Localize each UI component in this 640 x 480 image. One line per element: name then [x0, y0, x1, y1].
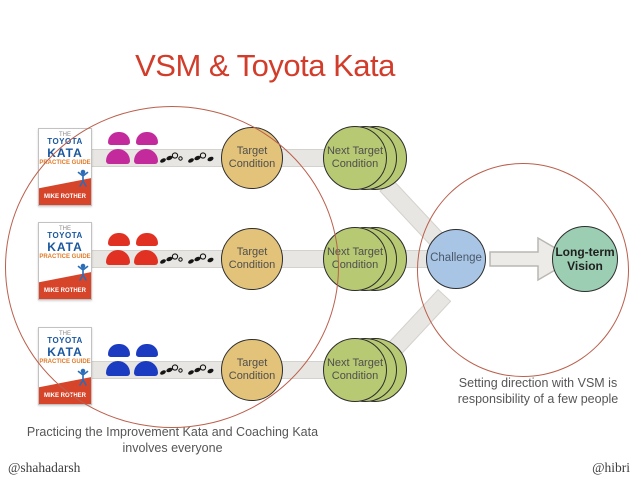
book-subtitle: PRACTICE GUIDE	[39, 358, 91, 365]
person-icon	[108, 232, 130, 246]
author-handle-left: @shahadarsh	[8, 460, 81, 475]
person-icon	[134, 148, 158, 164]
person-icon	[108, 343, 130, 357]
book-the: THE	[59, 331, 71, 337]
author-handle-right: @hibri	[592, 460, 630, 475]
book-subtitle: PRACTICE GUIDE	[39, 159, 91, 166]
long-term-vision-node: Long-term Vision	[552, 226, 618, 292]
book-author: MIKE ROTHER	[44, 393, 86, 399]
next-target-condition-row3: Next Target Condition	[323, 338, 387, 402]
person-icon	[106, 148, 130, 164]
person-icon	[108, 131, 130, 145]
toyota-kata-book-cover: THE TOYOTA KATA PRACTICE GUIDE MIKE ROTH…	[38, 327, 92, 405]
person-icon	[136, 232, 158, 246]
book-title-toyota: TOYOTA	[47, 336, 83, 345]
vsm-direction-note-line1: Setting direction with VSM is	[458, 376, 618, 390]
book-the: THE	[59, 226, 71, 232]
book-title-kata: KATA	[47, 344, 83, 359]
page-title: VSM & Toyota Kata	[135, 48, 395, 83]
book-title-kata: KATA	[47, 145, 83, 160]
kata-steps-icon	[160, 152, 214, 163]
people-group-row3	[106, 343, 164, 393]
people-group-row1	[106, 131, 164, 181]
toyota-kata-book-cover: THE TOYOTA KATA PRACTICE GUIDE MIKE ROTH…	[38, 222, 92, 300]
book-title-toyota: TOYOTA	[47, 231, 83, 240]
target-condition-row2: Target Condition	[221, 228, 283, 290]
next-target-condition-row2: Next Target Condition	[323, 227, 387, 291]
kata-everyone-note-line2: involves everyone	[122, 440, 223, 455]
vsm-direction-note: Setting direction with VSM is responsibi…	[440, 376, 636, 407]
person-icon	[134, 249, 158, 265]
kata-everyone-note: Practicing the Improvement Kata and Coac…	[10, 425, 335, 456]
person-icon	[134, 360, 158, 376]
kata-everyone-note-line1: Practicing the Improvement Kata and Coac…	[26, 425, 319, 439]
person-icon	[106, 360, 130, 376]
kata-steps-icon	[160, 364, 214, 375]
book-subtitle: PRACTICE GUIDE	[39, 253, 91, 260]
cheering-figure-icon	[77, 368, 89, 386]
book-author: MIKE ROTHER	[44, 288, 86, 294]
target-condition-row1: Target Condition	[221, 127, 283, 189]
kata-steps-icon	[160, 253, 214, 264]
person-icon	[106, 249, 130, 265]
challenge-node: Challenge	[426, 229, 486, 289]
toyota-kata-book-cover: THE TOYOTA KATA PRACTICE GUIDE MIKE ROTH…	[38, 128, 92, 206]
next-target-condition-row1: Next Target Condition	[323, 126, 387, 190]
book-title-toyota: TOYOTA	[47, 137, 83, 146]
target-condition-row3: Target Condition	[221, 339, 283, 401]
person-icon	[136, 131, 158, 145]
people-group-row2	[106, 232, 164, 282]
book-the: THE	[59, 132, 71, 138]
person-icon	[136, 343, 158, 357]
cheering-figure-icon	[77, 169, 89, 187]
book-title-kata: KATA	[47, 239, 83, 254]
vsm-direction-note-line2: responsibility of a few people	[457, 391, 619, 406]
book-author: MIKE ROTHER	[44, 194, 86, 200]
cheering-figure-icon	[77, 263, 89, 281]
